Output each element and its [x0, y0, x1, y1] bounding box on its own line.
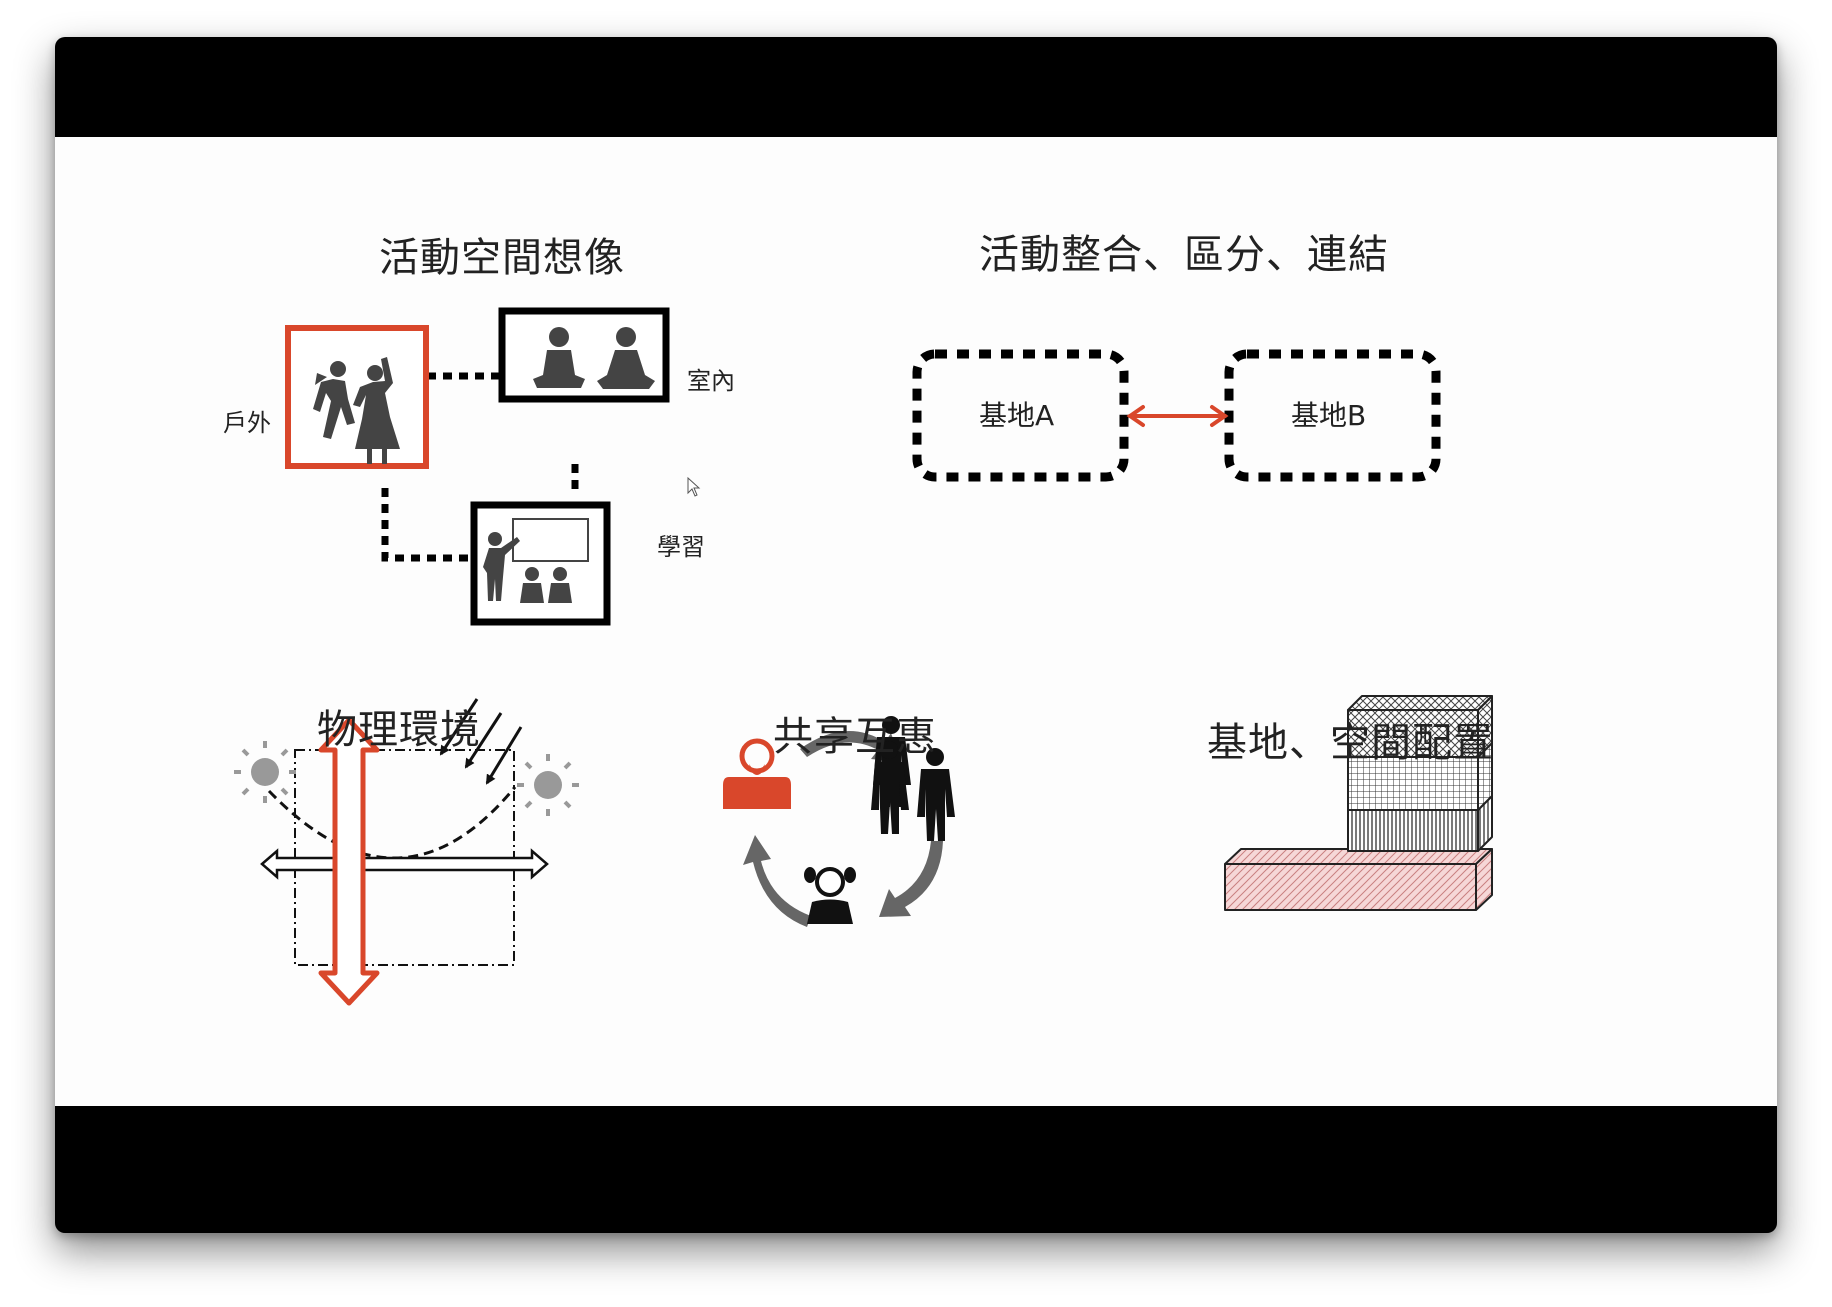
title-integration: 活動整合、區分、連結 — [979, 232, 1389, 278]
person-red-icon — [723, 738, 791, 809]
slide: 活動空間想像 戶外 室內 學習 活動整合、區分、連結 基地A 基地B 物理環境 … — [55, 137, 1777, 1106]
wind-arrows-icon — [439, 698, 523, 785]
activity-space-diagram — [285, 307, 701, 626]
site-b-box — [1224, 349, 1441, 482]
site-a-box — [912, 349, 1129, 482]
title-sharing: 共享互惠 — [773, 714, 937, 760]
double-arrow-icon — [1126, 405, 1229, 427]
teacher-and-students-icon — [483, 518, 589, 603]
sun-left-icon — [234, 741, 296, 803]
slideshow-window: 活動空間想像 戶外 室內 學習 活動整合、區分、連結 基地A 基地B 物理環境 … — [55, 37, 1777, 1233]
site-layout-diagram — [1224, 695, 1493, 911]
tower-roof — [1347, 695, 1493, 711]
vertical-red-double-arrow — [318, 717, 380, 1006]
sun-path-arc — [267, 786, 517, 860]
physical-environment-diagram — [234, 698, 579, 1006]
label-site-b: 基地B — [1291, 399, 1367, 432]
label-learning: 學習 — [657, 533, 705, 561]
label-site-a: 基地A — [979, 399, 1055, 432]
title-site-layout: 基地、空間配置 — [1207, 720, 1494, 766]
meditating-people-icon — [533, 327, 655, 389]
mouse-pointer-icon — [687, 476, 701, 497]
connector-outdoor-learning — [381, 488, 470, 562]
slide-artwork — [234, 307, 1493, 1006]
label-outdoor: 戶外 — [223, 409, 271, 437]
girl-icon — [804, 867, 856, 924]
group-people-icon — [871, 716, 955, 841]
base-block-front — [1224, 863, 1477, 911]
horizontal-double-arrow — [260, 848, 549, 880]
tower-floor-2 — [1347, 756, 1479, 811]
title-physical-environment: 物理環境 — [317, 707, 481, 753]
tower-floor-1 — [1347, 809, 1479, 852]
tower-floor-3 — [1347, 709, 1479, 758]
sun-right-icon — [517, 754, 579, 816]
label-indoor: 室內 — [687, 367, 735, 395]
dancers-icon — [313, 357, 400, 464]
sharing-diagram — [723, 716, 955, 927]
integration-diagram — [912, 349, 1441, 482]
title-activity-space: 活動空間想像 — [379, 235, 625, 281]
